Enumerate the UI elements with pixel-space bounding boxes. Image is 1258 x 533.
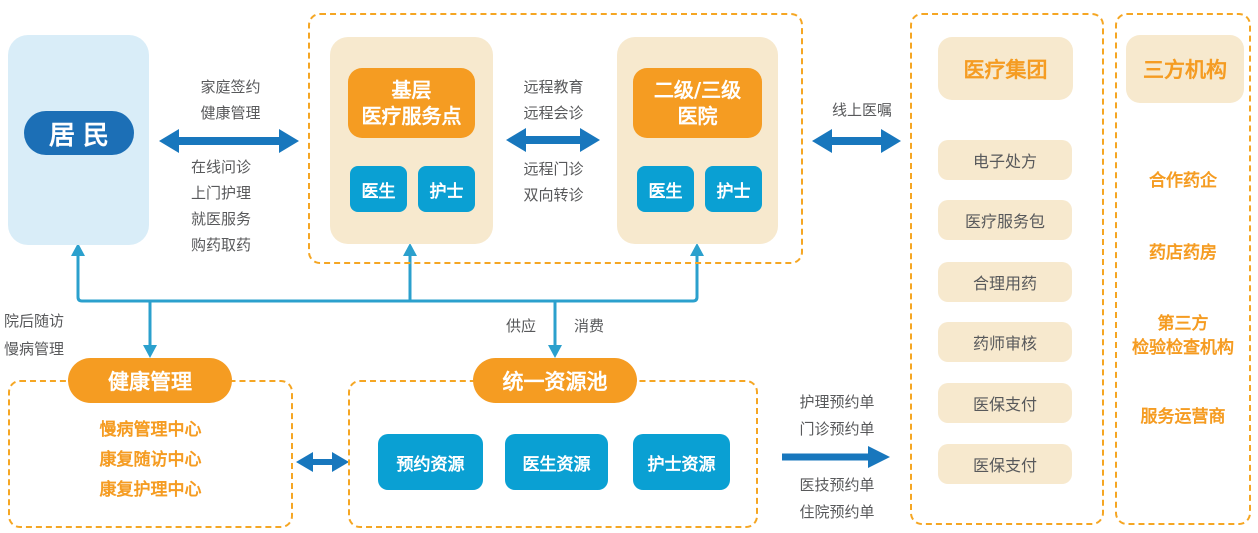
edge-label-online-order: 线上医嘱 [831,101,892,119]
third-party-item: 第三方 检验检查机构 [1132,314,1234,358]
medical-group-item: 医保支付 [938,383,1072,423]
residents-label: 居民 [48,120,117,151]
arrow-primary-hospital [506,128,600,152]
resource-chip: 护士资源 [633,434,730,490]
edge-label-resident-top: 家庭签约 健康管理 [200,78,261,122]
medical-group-item: 医疗服务包 [938,200,1072,240]
edge-label-post-discharge: 院后随访 慢病管理 [4,312,65,358]
medical-group-item: 药师审核 [938,322,1072,362]
medical-group-panel [910,13,1104,525]
primary-care-title: 基层 医疗服务点 [348,68,475,138]
edge-label-pool-out-top: 护理预约单 门诊预约单 [799,393,875,438]
arrow-health-pool [296,452,349,472]
nurse-chip-hospital: 护士 [705,166,762,212]
residents-node: 居民 [24,111,134,155]
edge-label-supply: 供应 [505,317,536,335]
medical-group-item: 合理用药 [938,262,1072,302]
resource-chip: 预约资源 [378,434,483,490]
edge-label-remote-bottom: 远程门诊 双向转诊 [523,160,584,204]
connector-bus [76,254,699,347]
service-network-panel [308,13,803,264]
arrow-pool-group [782,446,890,468]
edge-label-consume: 消费 [573,317,604,335]
edge-label-pool-out-bottom: 医技预约单 住院预约单 [799,476,875,521]
third-party-panel [1115,13,1251,525]
connector-arrowheads [71,243,704,358]
resource-chip: 医生资源 [505,434,608,490]
medical-group-header: 医疗集团 [938,37,1073,100]
arrow-network-group [812,129,901,153]
doctor-chip-primary: 医生 [350,166,407,212]
medical-group-item: 电子处方 [938,140,1072,180]
resource-pool-pill: 统一资源池 [473,358,637,403]
hospital-title: 二级/三级 医院 [633,68,762,138]
health-mgmt-items: 慢病管理中心 康复随访中心 康复护理中心 [99,419,202,500]
third-party-item: 药店药房 [1149,243,1217,263]
arrow-residents-network [159,129,299,153]
edge-label-remote-top: 远程教育 远程会诊 [523,78,584,122]
third-party-item: 合作药企 [1149,171,1217,191]
third-party-item: 服务运营商 [1140,407,1226,427]
nurse-chip-primary: 护士 [418,166,475,212]
doctor-chip-hospital: 医生 [637,166,694,212]
health-mgmt-pill: 健康管理 [68,358,232,403]
edge-label-resident-bottom: 在线问诊 上门护理 就医服务 购药取药 [191,158,252,254]
medical-group-item: 医保支付 [938,444,1072,484]
third-party-header: 三方机构 [1126,35,1244,103]
